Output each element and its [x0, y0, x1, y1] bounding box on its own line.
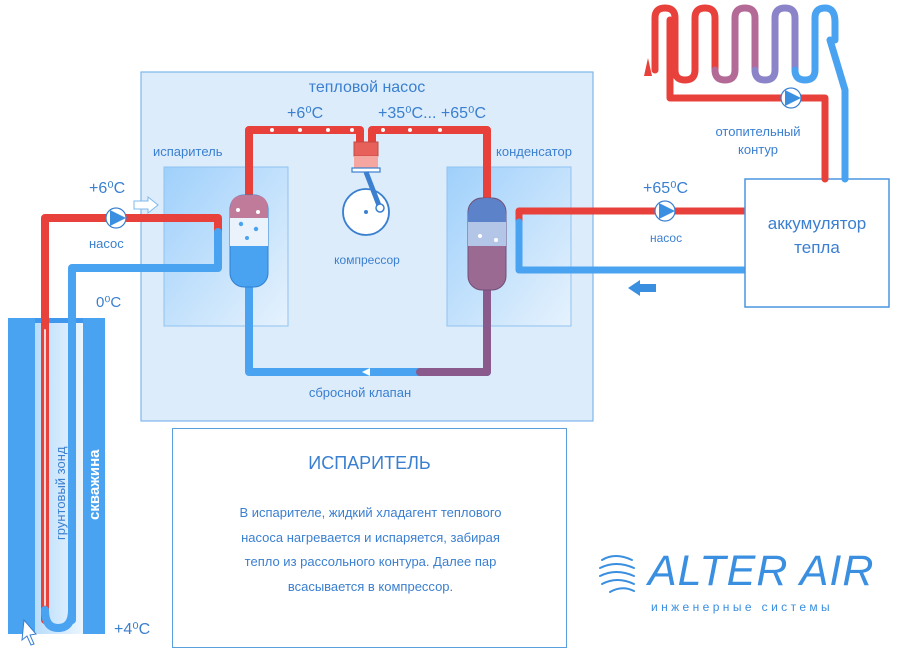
ground-probe-label: грунтовый зонд: [53, 446, 68, 540]
temp-ground-bottom: +4⁰C: [114, 621, 150, 638]
pump-left-icon: [105, 207, 127, 229]
flow-arrow-in-icon: [133, 195, 159, 215]
temp-comp-out: +35⁰C... +65⁰C: [378, 105, 486, 122]
well-cap: [8, 318, 105, 323]
relief-valve-icon: [362, 368, 370, 376]
condenser-plate: [446, 166, 572, 327]
cursor-icon: [21, 618, 37, 646]
radiator-coil-icon: [651, 4, 839, 84]
info-panel: ИСПАРИТЕЛЬ В испарителе, жидкий хладаген…: [172, 428, 567, 648]
heating-circuit-label-1: отопительный: [715, 124, 800, 139]
temp-left-supply: +6⁰C: [89, 180, 125, 197]
temp-evap-out: +6⁰C: [287, 105, 323, 122]
accumulator-label-1: аккумулятор: [768, 214, 866, 233]
accumulator-label-2: тепла: [794, 238, 840, 257]
temp-right-supply: +65⁰C: [643, 180, 688, 197]
pump-right-label: насос: [650, 231, 682, 245]
pump-heating-icon: [780, 87, 802, 109]
well-wall-left: [8, 318, 35, 634]
heating-circuit-label-2: контур: [738, 142, 778, 157]
pump-right-icon: [654, 200, 676, 222]
well-wall-right: [83, 318, 105, 634]
refrigerant-bubbles: [270, 128, 442, 132]
ground-probe-loop: [41, 214, 222, 632]
info-title: ИСПАРИТЕЛЬ: [308, 453, 431, 473]
condenser-vessel-icon: [467, 197, 507, 291]
compressor-label: компрессор: [334, 253, 400, 267]
accumulator-box: [744, 178, 890, 308]
pump-left-label: насос: [89, 236, 124, 251]
logo-tagline: инженерные системы: [651, 600, 834, 614]
well-label: скважина: [86, 449, 103, 520]
temp-ground-top: 0⁰C: [96, 294, 121, 311]
relief-valve-label: сбросной клапан: [309, 385, 411, 400]
radiator-arrow-icon: [644, 58, 652, 76]
heat-pump-label: тепловой насос: [309, 79, 426, 96]
logo-name: ALTER AIR: [648, 547, 875, 595]
heating-circuit-loop: [666, 16, 849, 183]
evaporator-plate: [163, 166, 289, 327]
logo-mark-icon: [599, 555, 635, 593]
evaporator-vessel-icon: [229, 194, 269, 288]
flow-arrow-out-icon: [628, 280, 656, 296]
condenser-label: конденсатор: [496, 144, 572, 159]
info-body: В испарителе, жидкий хладагент теплового…: [239, 505, 502, 594]
evaporator-label: испаритель: [153, 144, 223, 159]
compressor-icon: [342, 141, 390, 236]
